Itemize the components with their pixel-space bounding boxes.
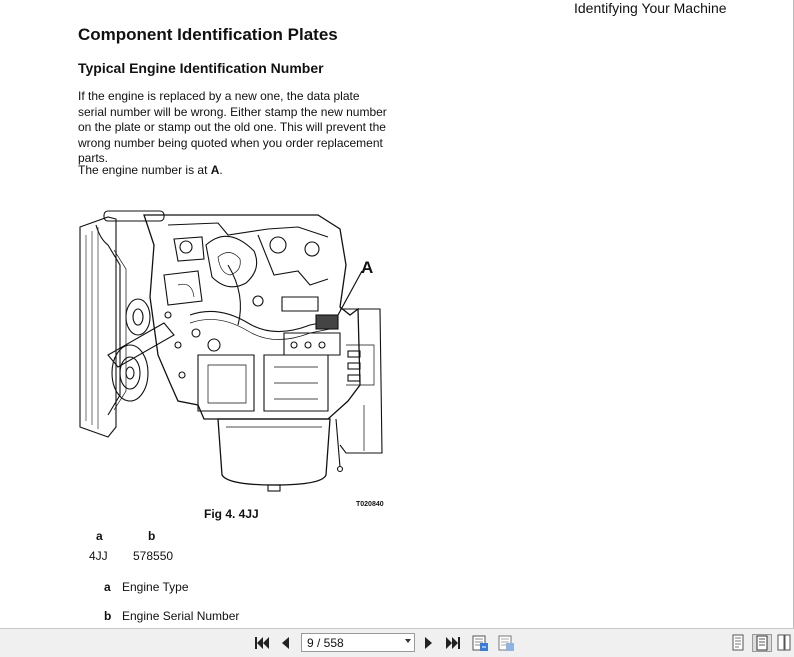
first-page-icon[interactable]: [253, 634, 271, 652]
single-page-view-icon[interactable]: [730, 634, 746, 652]
table-header-a: a: [96, 529, 103, 543]
two-page-view-icon[interactable]: [776, 634, 792, 652]
engine-location-sentence: The engine number is at A.: [78, 163, 223, 177]
callout-label: A: [361, 258, 373, 277]
table-cell-engine-type: 4JJ: [89, 549, 108, 563]
last-page-icon[interactable]: [444, 634, 462, 652]
chevron-down-icon: [405, 639, 411, 643]
document-page: Identifying Your Machine Component Ident…: [78, 0, 794, 628]
figure-code: T020840: [356, 501, 384, 508]
next-page-icon[interactable]: [422, 634, 436, 652]
viewer-toolbar: 9 / 558: [0, 628, 794, 657]
prev-page-icon[interactable]: [278, 634, 292, 652]
section-header: Identifying Your Machine: [574, 0, 727, 16]
two-page-view-icon[interactable]: [752, 634, 772, 652]
page-title: Component Identification Plates: [78, 25, 338, 44]
continuous-icon[interactable]: [470, 634, 490, 652]
table-cell-serial: 578550: [133, 549, 174, 563]
figure-caption: Fig 4. 4JJ: [204, 507, 259, 521]
engine-illustration: A: [78, 205, 388, 495]
facing-icon[interactable]: [496, 634, 516, 652]
table-header-b: b: [148, 529, 156, 543]
engine-location-label: A: [210, 163, 220, 177]
page-number-value: 9 / 558: [307, 636, 344, 650]
body-paragraph: If the engine is replaced by a new one, …: [78, 89, 387, 165]
subtitle: Typical Engine Identification Number: [78, 60, 324, 76]
page-number-select[interactable]: 9 / 558: [301, 633, 415, 652]
